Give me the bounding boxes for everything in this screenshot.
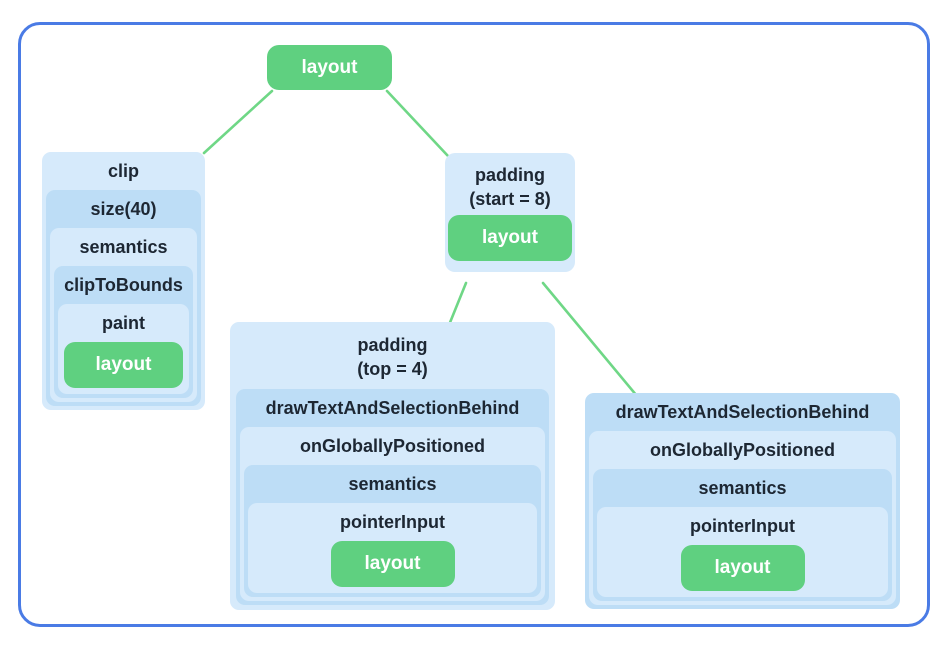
drawtext-label: drawTextAndSelectionBehind xyxy=(615,402,870,422)
connector-padding-start-to-padding-top xyxy=(447,281,468,327)
clip-modifier-node: clip size(40) semantics clipToBounds pai… xyxy=(42,152,205,410)
paint-modifier-node: paint layout xyxy=(58,304,189,394)
padding-start-label-line1: padding xyxy=(475,165,545,185)
padding-top-label-line2: (top = 4) xyxy=(357,359,428,379)
root-layout-node: layout xyxy=(267,45,392,90)
diagram-frame xyxy=(18,22,930,627)
paint-label: paint xyxy=(102,313,145,333)
on-globally-positioned-modifier-node: onGloballyPositioned semantics pointerIn… xyxy=(240,427,545,601)
semantics-label: semantics xyxy=(79,237,168,257)
size-label: size(40) xyxy=(90,199,157,219)
on-globally-positioned-label: onGloballyPositioned xyxy=(649,440,835,460)
padding-top-modifier-node: padding (top = 4) drawTextAndSelectionBe… xyxy=(230,322,555,610)
clip-to-bounds-label: clipToBounds xyxy=(64,275,183,295)
connector-root-to-padding-start xyxy=(385,89,450,158)
pointer-input-label: pointerInput xyxy=(690,516,795,536)
semantics-modifier-node: semantics pointerInput layout xyxy=(593,469,892,601)
layout-leaf-node: layout xyxy=(680,545,805,591)
clip-to-bounds-modifier-node: clipToBounds paint layout xyxy=(54,266,193,398)
padding-start-label-line2: (start = 8) xyxy=(469,189,551,209)
pointer-input-modifier-node: pointerInput layout xyxy=(248,503,537,593)
drawtext-modifier-node-right: drawTextAndSelectionBehind onGloballyPos… xyxy=(585,393,900,609)
layout-leaf-node: layout xyxy=(64,342,183,388)
connector-padding-start-to-drawtext xyxy=(541,281,639,398)
pointer-input-label: pointerInput xyxy=(340,512,445,532)
semantics-label: semantics xyxy=(698,478,787,498)
clip-label: clip xyxy=(107,161,139,181)
padding-start-label: padding (start = 8) xyxy=(448,153,572,211)
pointer-input-modifier-node: pointerInput layout xyxy=(597,507,888,597)
padding-top-label-line1: padding xyxy=(357,335,428,355)
on-globally-positioned-label: onGloballyPositioned xyxy=(299,436,485,456)
semantics-modifier-node: semantics clipToBounds paint layout xyxy=(50,228,197,402)
layout-leaf-node: layout xyxy=(448,215,572,261)
connector-root-to-clip xyxy=(202,89,274,155)
on-globally-positioned-modifier-node: onGloballyPositioned semantics pointerIn… xyxy=(589,431,896,605)
padding-start-modifier-node: padding (start = 8) layout xyxy=(445,153,575,272)
size-modifier-node: size(40) semantics clipToBounds paint la… xyxy=(46,190,201,406)
drawtext-label: drawTextAndSelectionBehind xyxy=(265,398,520,418)
layout-leaf-node: layout xyxy=(330,541,455,587)
padding-top-label: padding (top = 4) xyxy=(236,322,549,381)
semantics-label: semantics xyxy=(348,474,437,494)
drawtext-modifier-node: drawTextAndSelectionBehind onGloballyPos… xyxy=(236,389,549,605)
semantics-modifier-node: semantics pointerInput layout xyxy=(244,465,541,597)
